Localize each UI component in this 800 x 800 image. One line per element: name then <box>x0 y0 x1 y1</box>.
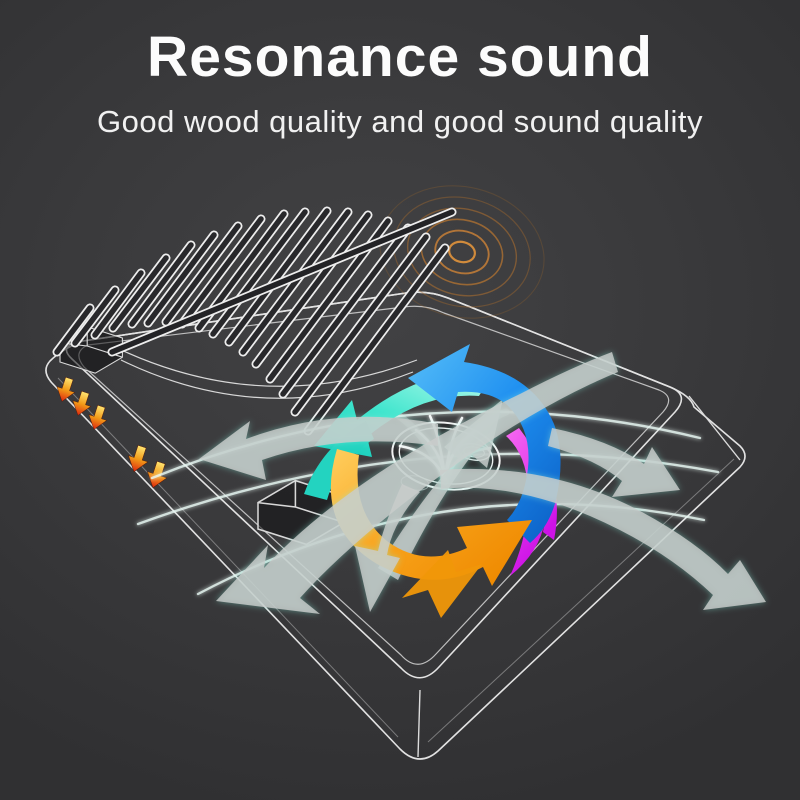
page-subtitle: Good wood quality and good sound quality <box>97 104 703 139</box>
airflow-arrow-down-icon <box>355 484 420 612</box>
airflow-arrow-downright-icon <box>440 468 766 610</box>
sound-ripple-icon <box>379 185 545 319</box>
airflow-arrows-gray <box>199 352 766 614</box>
kalimba-tines <box>57 211 445 431</box>
airflow-arrow-left-icon <box>199 416 438 480</box>
airflow-arrow-downleft-icon <box>216 352 618 614</box>
airflow-arrow-right-icon <box>548 428 680 497</box>
page-title: Resonance sound <box>147 25 653 89</box>
pressure-bar <box>107 207 457 357</box>
